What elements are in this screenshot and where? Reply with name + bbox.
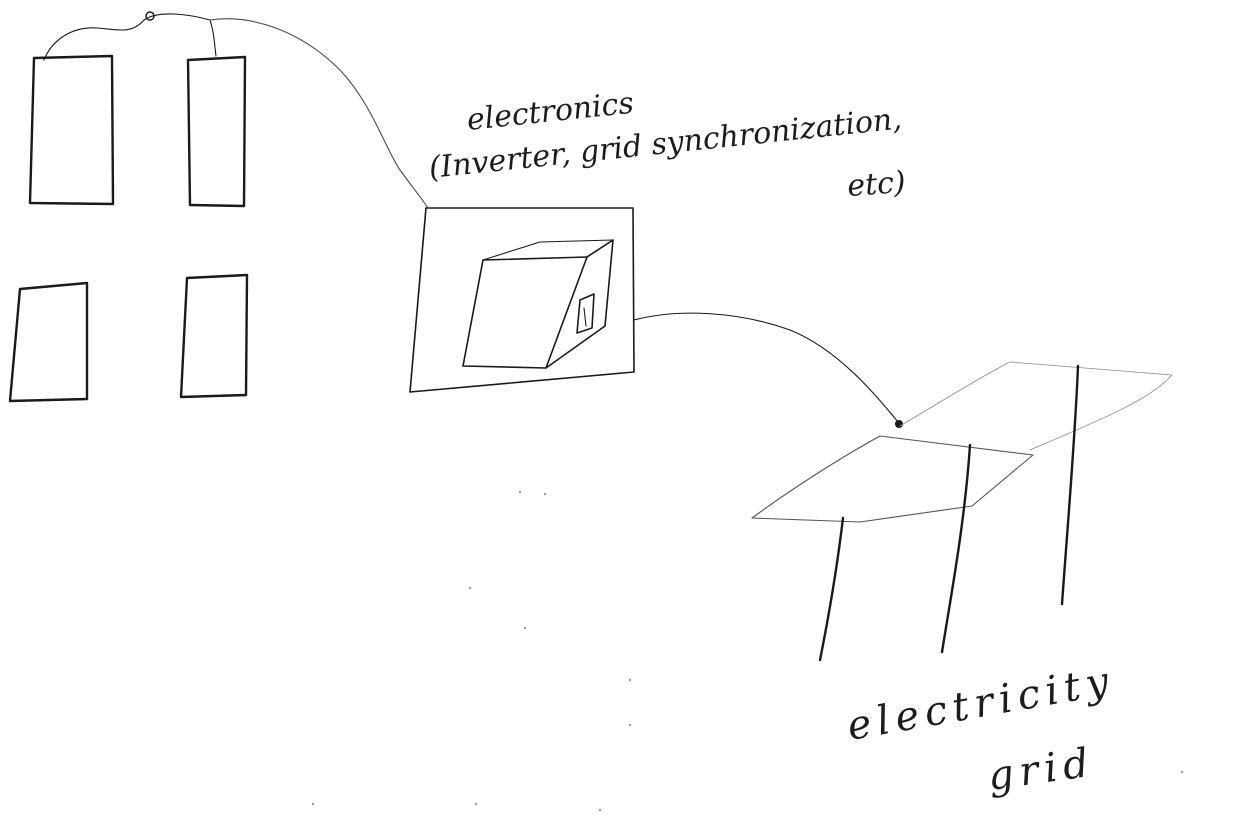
solar-panel-bottom-right xyxy=(181,275,247,397)
grid-pole-2 xyxy=(942,445,970,652)
grid-connection-point xyxy=(895,420,903,428)
panel-link-wire xyxy=(44,14,216,60)
panel-wiring xyxy=(44,12,428,208)
panel-to-electronics-wire xyxy=(210,19,428,208)
inverter-cube-top xyxy=(483,240,613,260)
electronics-to-grid-wire xyxy=(634,313,898,422)
grid-surface-front xyxy=(752,436,1033,522)
electricity-grid xyxy=(752,362,1172,660)
electronics-unit xyxy=(410,208,634,392)
solar-panel-top-right xyxy=(188,57,245,206)
grid-pole-3 xyxy=(1062,366,1078,604)
grid-title-label: electricity xyxy=(844,658,1118,750)
electronics-title-label: electronics xyxy=(465,86,635,138)
electronics-enclosure xyxy=(410,208,634,392)
inverter-display xyxy=(577,294,594,333)
grid-subtitle-label: grid xyxy=(985,739,1097,799)
solar-panel-top-left xyxy=(30,56,113,204)
electronics-detail-end-label: etc) xyxy=(846,165,907,204)
inverter-display-line xyxy=(584,308,586,326)
grid-surface-back xyxy=(900,362,1172,450)
grid-pole-1 xyxy=(820,518,843,660)
solar-panel-bottom-left xyxy=(10,283,87,401)
solar-panel-array xyxy=(10,56,247,401)
